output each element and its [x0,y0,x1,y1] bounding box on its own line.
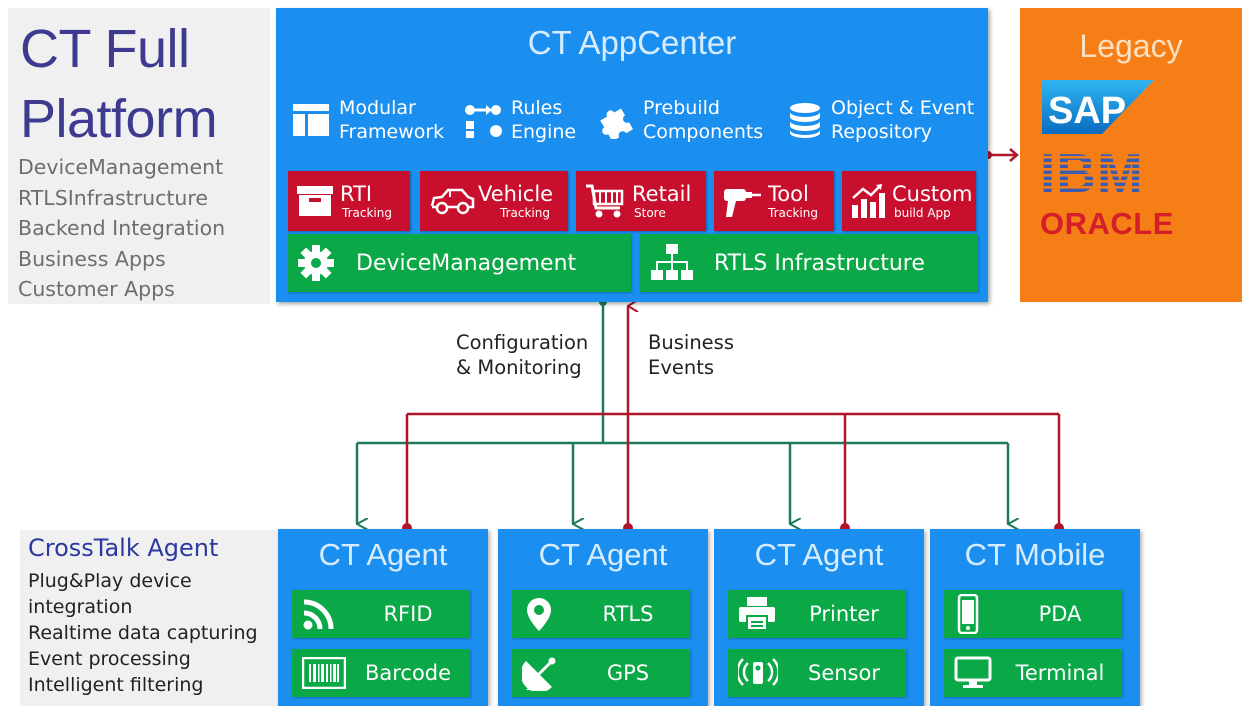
platform-panel: CT Full Platform DeviceManagement RTLSIn… [8,8,270,304]
agent-name: CT Mobile [964,537,1106,572]
svg-text:SAP: SAP [1048,90,1126,132]
printer-icon [739,597,775,631]
business-events-flow [405,148,1061,528]
rtls-infrastructure-box[interactable]: RTLS Infrastructure [640,234,978,292]
agent-name: CT Agent [318,537,448,572]
puzzle-icon [600,108,634,139]
agent-name: CT Agent [754,537,884,572]
legacy-box: Legacy SAP IBM ORACLE [1020,8,1242,302]
configuration-monitoring-label: Configuration & Monitoring [456,331,589,379]
business-events-label: Business Events [648,331,734,379]
car-icon [430,188,475,215]
platform-item: RTLSInfrastructure [18,185,208,210]
database-icon [790,103,820,138]
crosstalk-item: integration [28,596,133,618]
platform-title: CT Full Platform [20,19,218,149]
barcode-box[interactable]: Barcode [292,649,470,697]
platform-item: Business Apps [18,246,166,271]
appcenter-title: CT AppCenter [527,24,737,61]
platform-item: Backend Integration [18,216,226,240]
sensor-box[interactable]: Sensor [728,649,906,697]
gps-box[interactable]: GPS [512,649,690,697]
svg-text:IBM: IBM [1040,148,1144,196]
crosstalk-item: Plug&Play device [28,570,192,592]
barcode-icon [302,657,346,689]
shopping-cart-icon [586,184,624,218]
svg-text:ORACLE: ORACLE [1040,206,1174,240]
gear-icon [298,245,334,281]
rss-icon [303,599,334,630]
sitemap-icon [651,244,693,280]
crosstalk-item: Realtime data capturing [28,622,258,644]
terminal-box[interactable]: Terminal [944,649,1122,697]
modular-framework-icon [293,104,329,136]
crosstalk-list: Plug&Play device integration Realtime da… [28,568,258,698]
platform-item: Customer Apps [18,277,175,301]
sap-logo: SAP [1042,80,1154,134]
configuration-flow [355,302,1008,524]
sensor-icon [738,658,778,686]
printer-box[interactable]: Printer [728,590,906,638]
mobile-phone-icon [957,594,979,634]
monitor-icon [954,656,992,688]
ct-mobile-box: CT Mobile PDA Terminal [930,529,1140,706]
crosstalk-item: Event processing [28,648,191,670]
crosstalk-title: CrossTalk Agent [28,534,219,562]
box-icon [297,186,333,216]
rtls-box[interactable]: RTLS [512,590,690,638]
bar-chart-icon [852,184,885,218]
platform-item: DeviceManagement [18,155,224,179]
crosstalk-panel: CrossTalk Agent Plug&Play device integra… [20,530,278,706]
map-pin-icon [527,598,551,631]
ibm-logo: IBM [1040,148,1156,196]
device-management-box[interactable]: DeviceManagement [288,234,631,292]
drill-icon [724,189,761,217]
legacy-title: Legacy [1079,28,1183,64]
ct-agent-box: CT Agent RFID Barcode [278,529,488,706]
rfid-box[interactable]: RFID [292,590,470,638]
platform-list: DeviceManagement RTLSInfrastructure Back… [18,152,225,305]
ct-agent-box: CT Agent RTLS GPS [498,529,708,706]
agent-name: CT Agent [538,537,668,572]
crosstalk-item: Intelligent filtering [28,674,204,696]
rules-engine-icon [465,105,502,138]
oracle-logo: ORACLE [1040,206,1174,240]
ct-agent-box: CT Agent Printer Sensor [714,529,924,706]
pda-box[interactable]: PDA [944,590,1122,638]
satellite-dish-icon [522,657,556,691]
